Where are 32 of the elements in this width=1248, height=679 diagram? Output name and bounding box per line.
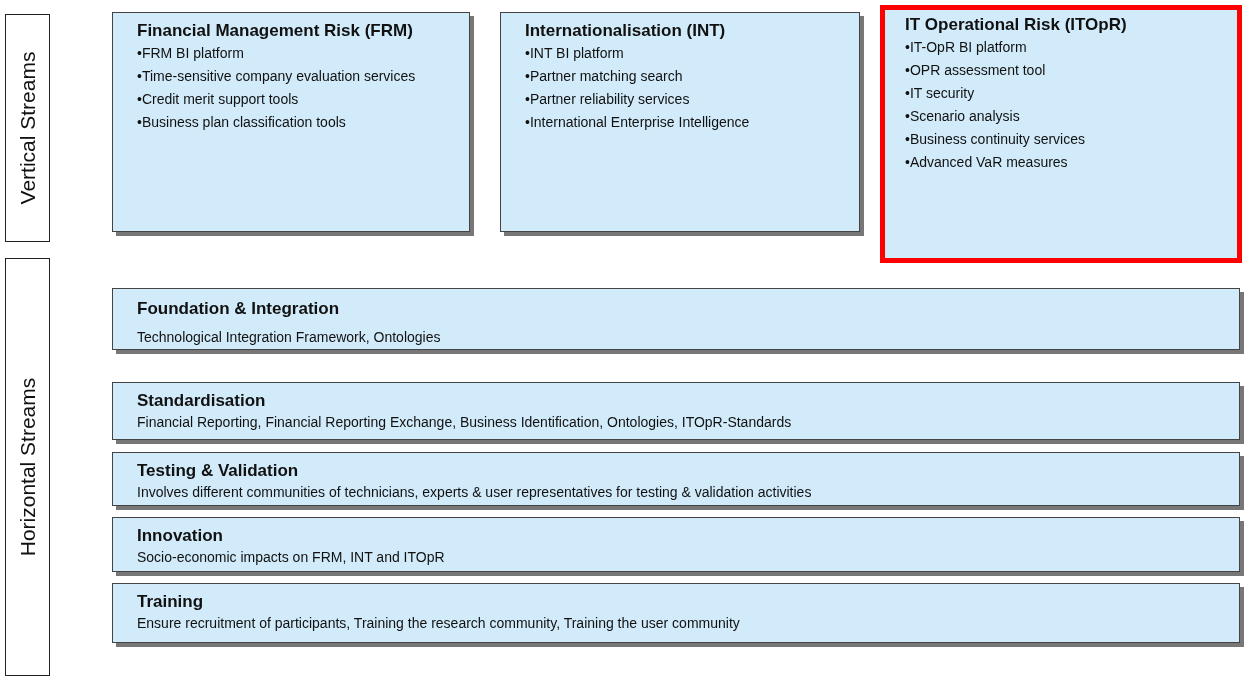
bullet-item: •Business plan classification tools: [137, 114, 347, 130]
description-text: Financial Reporting, Financial Reporting Exchange, Business Identification, Ontologies, ITOpR-Standards: [137, 414, 793, 430]
box-heading: Internationalisation (INT): [525, 21, 727, 41]
box-heading: IT Operational Risk (ITOpR): [905, 15, 1128, 35]
bullet-item: •IT-OpR BI platform: [905, 39, 1028, 55]
bullet-item: •International Enterprise Intelligence: [525, 114, 751, 130]
bullet-item: •Advanced VaR measures: [905, 154, 1069, 170]
rotated-label: Horizontal Streams: [15, 377, 40, 557]
description-text: Technological Integration Framework, Ontologies: [137, 329, 442, 345]
stream-label-box: [5, 258, 50, 676]
box-heading: Financial Management Risk (FRM): [137, 21, 414, 41]
bullet-item: •Time-sensitive company evaluation services: [137, 68, 417, 84]
bullet-item: •Business continuity services: [905, 131, 1086, 147]
box-heading: Foundation & Integration: [137, 299, 341, 319]
bullet-item: •FRM BI platform: [137, 45, 245, 61]
bullet-item: •INT BI platform: [525, 45, 625, 61]
description-text: Involves different communities of technicians, experts & user representatives for testing & validation activities: [137, 484, 813, 500]
box-heading: Training: [137, 592, 205, 612]
bullet-item: •Credit merit support tools: [137, 91, 300, 107]
description-text: Socio-economic impacts on FRM, INT and ITOpR: [137, 549, 446, 565]
box-heading: Standardisation: [137, 391, 267, 411]
stream-label-box: [5, 14, 50, 242]
bullet-item: •IT security: [905, 85, 976, 101]
bullet-item: •Partner matching search: [525, 68, 684, 84]
bullet-item: •OPR assessment tool: [905, 62, 1047, 78]
description-text: Ensure recruitment of participants, Training the research community, Training the user community: [137, 615, 741, 631]
bullet-item: •Scenario analysis: [905, 108, 1021, 124]
box-heading: Innovation: [137, 526, 224, 546]
highlighted-stream-box: [880, 5, 1242, 263]
rotated-label: Vertical Streams: [15, 51, 40, 205]
box-heading: Testing & Validation: [137, 461, 300, 481]
bullet-item: •Partner reliability services: [525, 91, 691, 107]
